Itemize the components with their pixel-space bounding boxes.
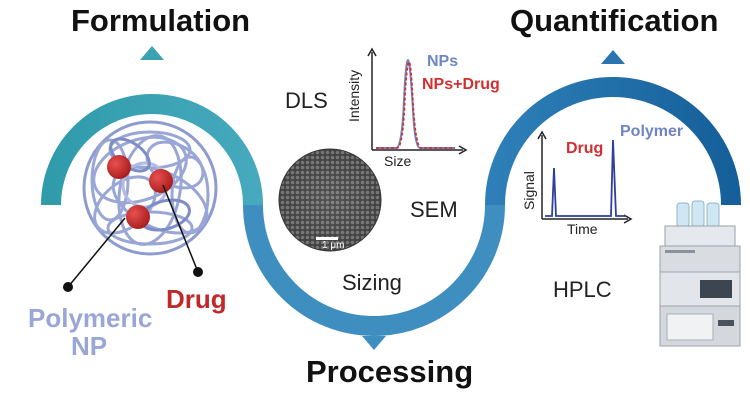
formulation-arrow: [140, 46, 164, 60]
drug-particle: [107, 155, 131, 179]
sem-image: [278, 148, 382, 252]
dls-legend-nps: NPs: [427, 53, 459, 70]
np-pointer-line: [67, 217, 126, 288]
stage-title-formulation: Formulation: [71, 3, 251, 38]
hplc-label: HPLC: [553, 277, 612, 302]
hplc-ylabel: Signal: [521, 171, 537, 210]
dls-label: DLS: [285, 88, 328, 113]
quantification-arrow: [601, 50, 625, 64]
hplc-plot: [537, 130, 633, 224]
polymeric-np-label-line2: NP: [70, 331, 108, 361]
drug-particle: [149, 169, 173, 193]
hplc-xlabel: Time: [567, 221, 598, 237]
dls-nps-drug-curve: [376, 61, 455, 149]
hplc-instrument-icon: [659, 200, 741, 347]
dls-ylabel: Intensity: [346, 69, 362, 122]
hplc-chromatogram: [545, 139, 626, 217]
processing-arc: [243, 204, 505, 336]
stage-title-processing: Processing: [306, 354, 474, 389]
scale-bar-label: 1 μm: [322, 240, 345, 251]
scale-bar: [316, 237, 338, 240]
drug-pointer-dot: [193, 267, 203, 277]
drug-molecules: [107, 155, 173, 229]
hplc-peak-label-drug: Drug: [566, 140, 604, 157]
quantification-arc: [485, 77, 741, 206]
formulation-arc: [41, 94, 263, 206]
polymeric-np-label: Polymeric NP: [28, 303, 153, 361]
hplc-peak-label-polymer: Polymer: [620, 123, 684, 140]
stage-title-quantification: Quantification: [510, 3, 719, 38]
np-pointer-dot: [63, 282, 73, 292]
drug-particle: [126, 205, 150, 229]
dls-legend-nps-drug: NPs+Drug: [422, 76, 500, 93]
polymeric-np-illustration: [82, 120, 218, 256]
dls-xlabel: Size: [384, 153, 412, 169]
sem-label: SEM: [410, 197, 458, 222]
drug-label: Drug: [166, 284, 227, 314]
sizing-label: Sizing: [342, 270, 402, 295]
polymeric-np-label-line1: Polymeric: [28, 303, 153, 333]
processing-arrow: [362, 336, 386, 350]
dls-plot: [367, 47, 468, 155]
drug-pointer-line: [162, 184, 199, 273]
